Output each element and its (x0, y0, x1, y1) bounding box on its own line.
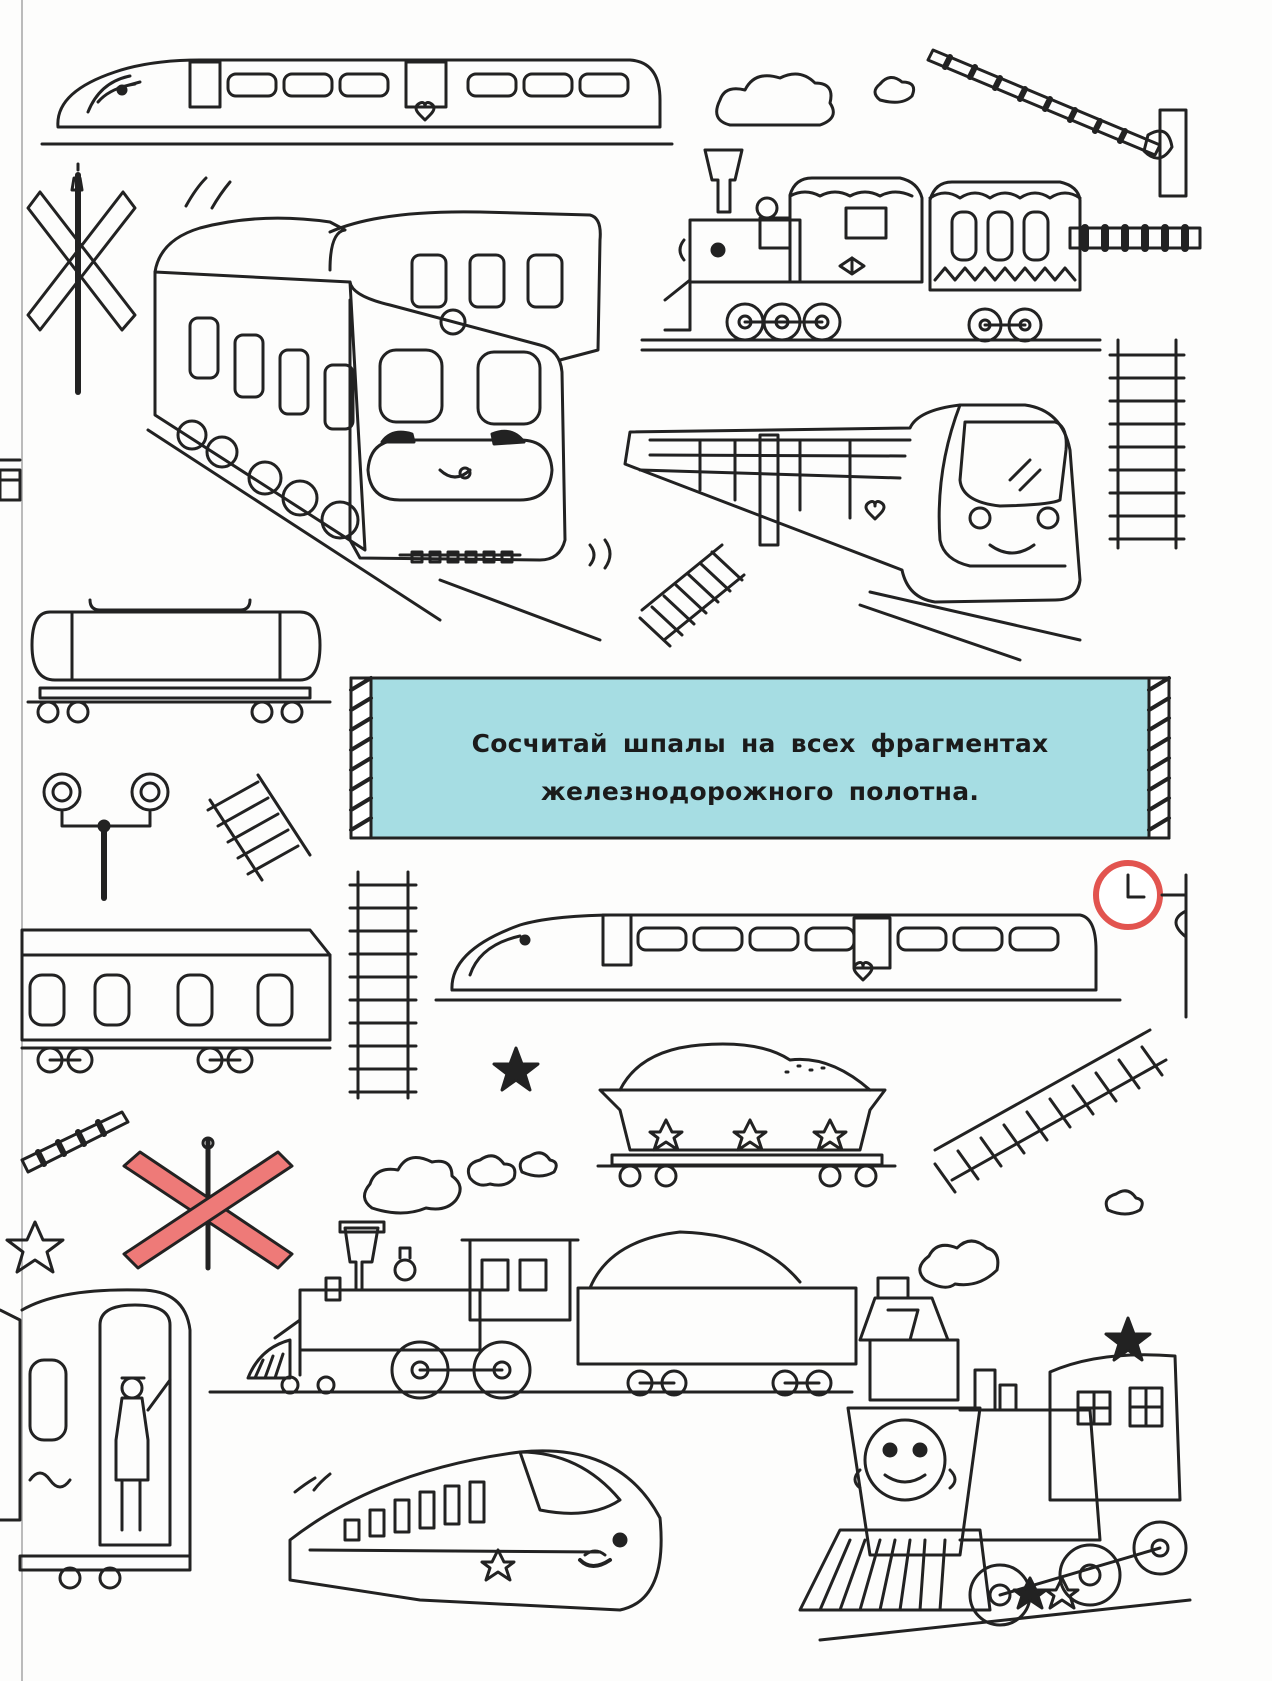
tank-wagon (26, 598, 332, 724)
cloud-top (715, 72, 916, 127)
coal-hopper-wagon (596, 1042, 897, 1188)
station-clock (1093, 860, 1188, 1019)
task-line-2: железнодорожного полотна. (540, 777, 980, 806)
electric-train (146, 176, 612, 642)
task-line-1: Сосчитай шпалы на всех фрагментах (471, 729, 1049, 758)
traffic-signal (42, 772, 170, 901)
passenger-car (20, 928, 332, 1074)
task-instruction: Сосчитай шпалы на всех фрагментах железн… (375, 720, 1145, 816)
conductor-carriage (18, 1288, 192, 1590)
track-segment-center-diagonal (638, 543, 746, 648)
track-segment-right-diagonal (933, 1028, 1168, 1194)
track-segment-center-vertical (348, 870, 418, 1100)
track-segment-left-diagonal (206, 773, 312, 882)
star-outline (5, 1220, 65, 1274)
barrier-gate (926, 48, 1188, 198)
track-segment-right-vertical (1108, 338, 1186, 550)
stars (492, 1046, 1152, 1362)
smiling-steam-locomotive (798, 1276, 1192, 1642)
shinkansen-train (288, 1449, 663, 1612)
old-steam-locomotive-with-tender (208, 1220, 858, 1400)
task-box-frame (349, 676, 1171, 840)
cloud-middle (363, 1151, 1144, 1289)
crossing-sign (26, 162, 137, 395)
steam-train-cars (640, 148, 1202, 352)
bullet-train-top (40, 58, 674, 146)
bullet-train-middle (434, 913, 1122, 1002)
high-speed-train (623, 403, 1082, 662)
barrier-gate-left (20, 1110, 130, 1174)
facing-page-edge (0, 0, 23, 1681)
red-crossing-sign (122, 1136, 294, 1271)
